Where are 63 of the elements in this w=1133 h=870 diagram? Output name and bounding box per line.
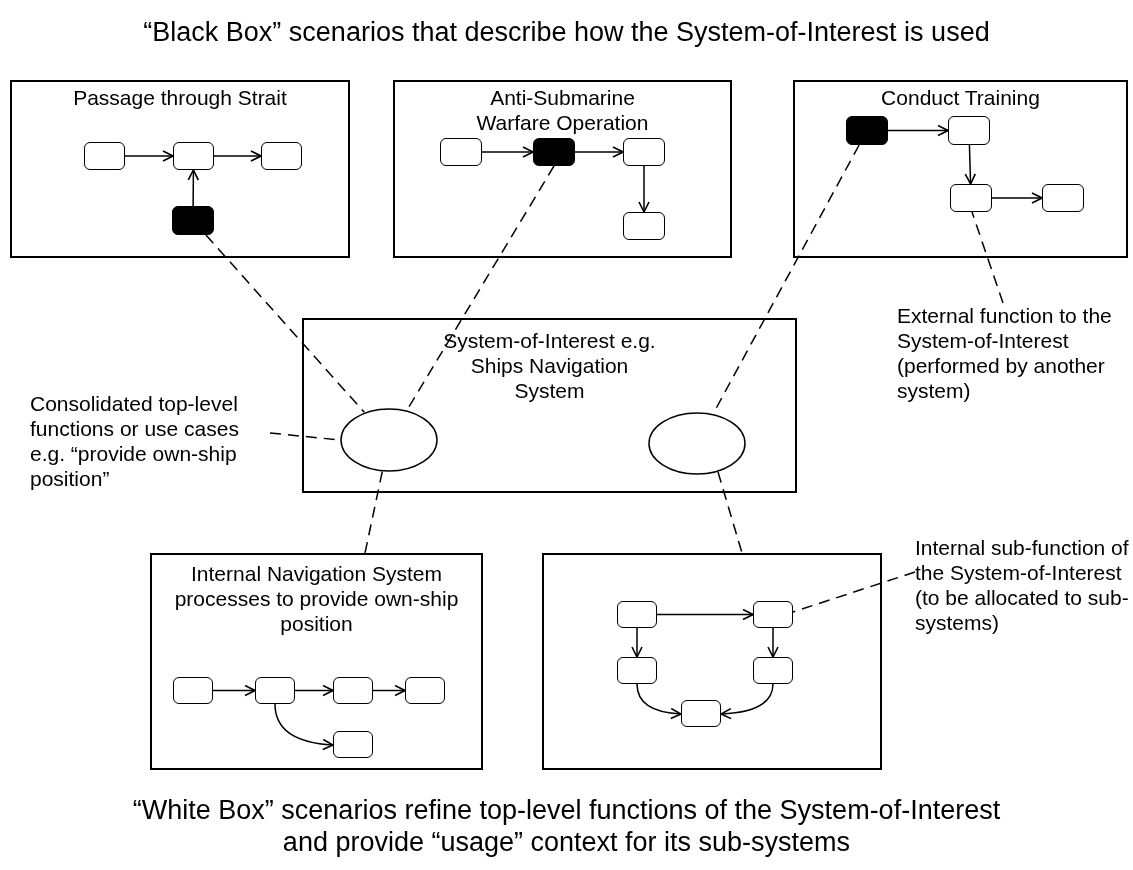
arrow [187,169,200,207]
system-box [302,318,797,493]
panel-title: Internal Navigation System processes to provide own-ship position [173,561,460,636]
panel-title: Conduct Training [881,85,1040,110]
arrow [574,146,624,158]
function-box [333,731,373,758]
function-box [623,212,665,240]
function-box [948,116,990,145]
diagram-title: “Black Box” scenarios that describe how the System-of-Interest is used [142,16,991,48]
curved-arrow [636,683,682,720]
function-box [753,601,793,628]
function-box [1042,184,1084,212]
arrow [964,144,977,185]
dashed-line [364,470,383,554]
arrow [124,150,174,162]
arrow [767,627,779,658]
filled-function-box [846,116,888,145]
panel-title: Passage through Strait [73,85,287,110]
scenario-panel [150,553,483,770]
function-box [440,138,482,166]
panel-title: Anti-Submarine Warfare Operation [475,85,650,135]
function-box [681,700,721,727]
leader-line [971,211,1004,304]
curved-arrow [274,703,334,750]
dashed-line [205,234,366,414]
function-box [753,657,793,684]
annotation-text: External function to the System-of-Interest (performed by another system) [897,303,1129,403]
diagram-caption: “White Box” scenarios refine top-level functions of the System-of-Interest and provide “usage” context for its sub-systems [131,794,1002,858]
arrow [372,684,406,697]
annotation-text: Consolidated top-level functions or use cases e.g. “provide own-ship position” [30,391,270,491]
function-box [950,184,992,212]
function-box [617,601,657,628]
filled-function-box [533,138,575,166]
arrow [212,684,256,697]
arrow [481,146,534,158]
curved-arrow [720,683,774,720]
function-ellipse [340,408,438,472]
function-box [623,138,665,166]
function-box [84,142,125,170]
arrow [656,608,754,621]
function-box [405,677,445,704]
function-box [173,142,214,170]
arrow [631,627,643,658]
scenario-panel [793,80,1128,258]
scenario-panel [542,553,882,770]
leader-line [792,571,916,613]
function-ellipse [648,412,746,475]
function-box [173,677,213,704]
dashed-line [717,471,743,554]
panel-title: System-of-Interest e.g. Ships Navigation System [442,328,657,403]
arrow [887,124,949,137]
arrow [213,150,262,162]
arrow [638,165,650,213]
function-box [261,142,302,170]
annotation-text: Internal sub-function of the System-of-Interest (to be allocated to sub-systems) [915,535,1131,635]
arrow [294,684,334,697]
scenario-panel [10,80,350,258]
function-box [333,677,373,704]
function-box [255,677,295,704]
scenario-panel [393,80,732,258]
arrow [991,192,1043,204]
filled-function-box [172,206,214,235]
function-box [617,657,657,684]
